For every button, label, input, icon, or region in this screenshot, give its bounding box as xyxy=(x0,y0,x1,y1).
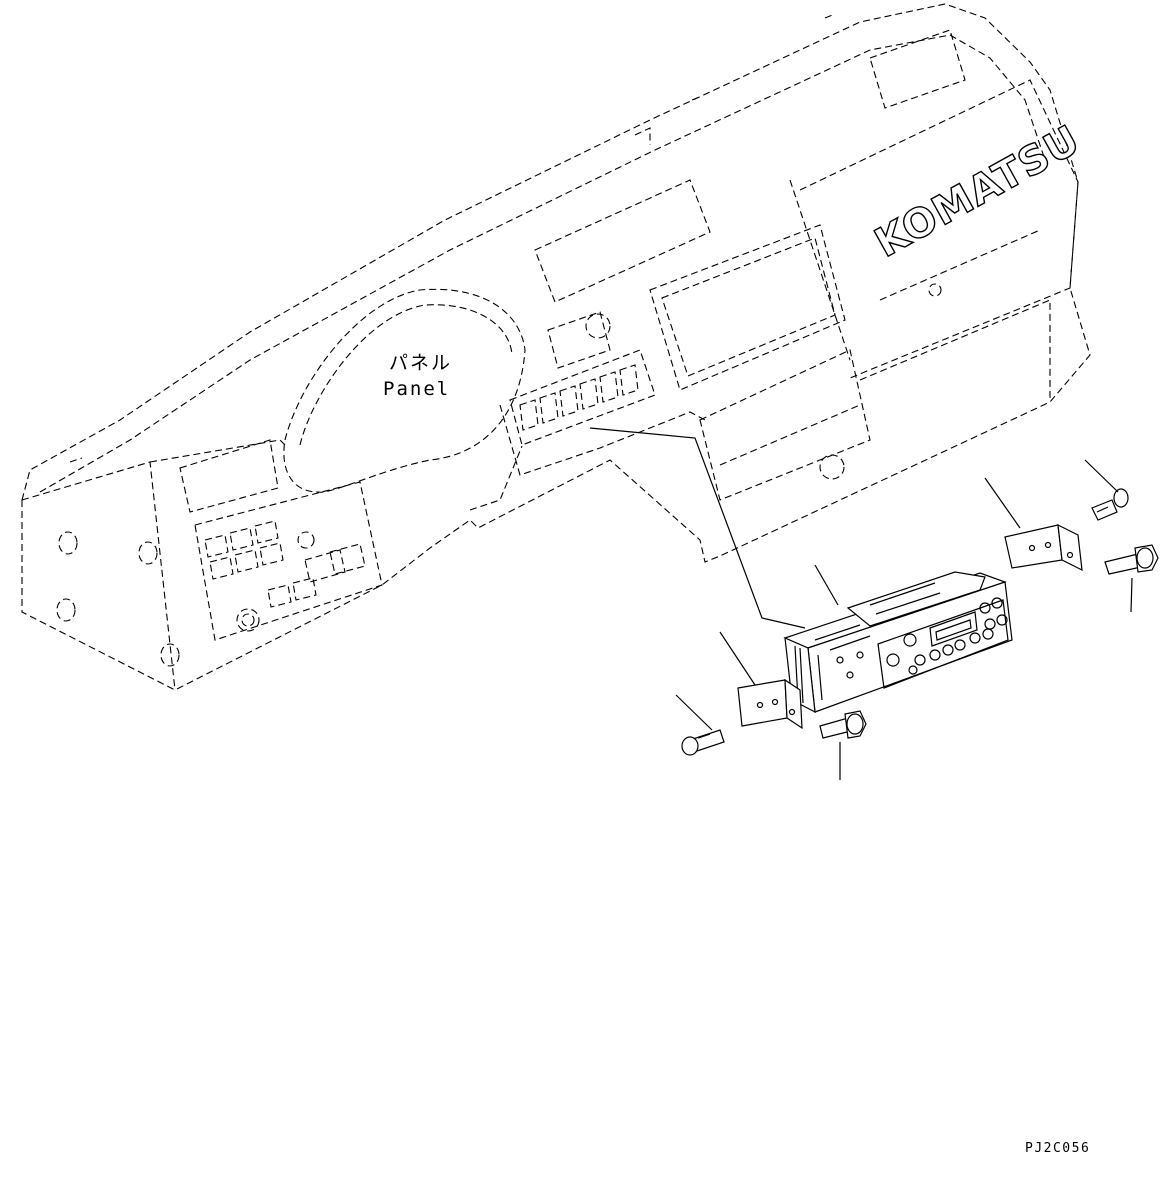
leader-line-radio xyxy=(814,564,839,606)
panel-label-japanese: パネル xyxy=(389,352,453,374)
radio-unit xyxy=(783,571,1013,714)
screw-lower-left xyxy=(675,694,725,756)
screw-upper-right xyxy=(1084,459,1129,521)
dashboard-panel xyxy=(21,3,1091,691)
panel-label-english: Panel xyxy=(383,378,451,400)
svg-text:KOMATSU: KOMATSU xyxy=(868,117,1088,267)
drawing-code: PJ2C056 xyxy=(1025,1141,1091,1156)
bolt-right xyxy=(1104,544,1159,613)
komatsu-logo: KOMATSU xyxy=(867,116,1089,267)
bolt-lower xyxy=(819,710,867,780)
leader-line-panel-to-radio xyxy=(589,427,806,629)
right-bracket xyxy=(984,477,1083,572)
left-bracket xyxy=(719,631,803,730)
